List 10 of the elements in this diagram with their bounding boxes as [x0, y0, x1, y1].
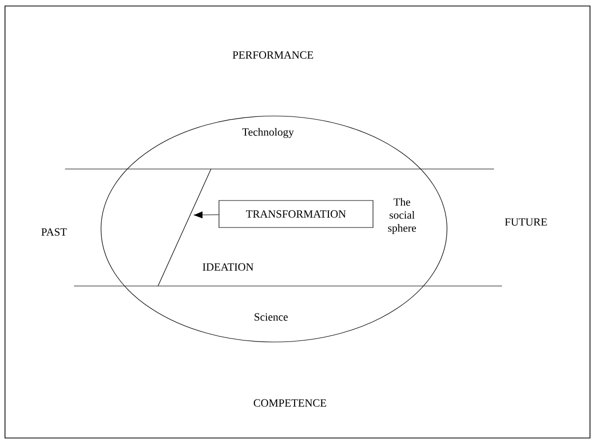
- heading-label: COMPETENCE: [254, 399, 326, 407]
- axis-label: PAST: [41, 228, 67, 236]
- region-label: Science: [254, 313, 288, 321]
- region-label: IDEATION: [202, 263, 254, 271]
- process-box: TRANSFORMATION: [218, 200, 374, 228]
- region-label: Technology: [242, 128, 294, 138]
- heading-label: PERFORMANCE: [232, 51, 314, 59]
- arrow: [193, 211, 219, 218]
- axis-label: FUTURE: [504, 218, 547, 226]
- region-label: The social sphere: [388, 198, 416, 234]
